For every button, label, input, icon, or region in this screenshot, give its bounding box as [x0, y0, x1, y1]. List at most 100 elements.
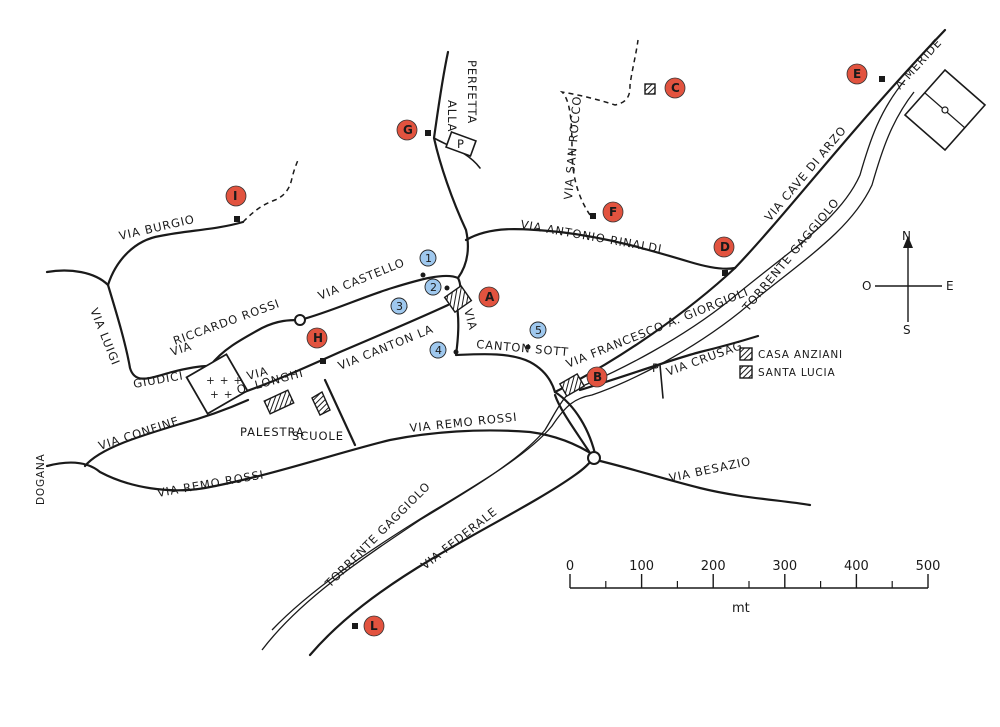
label-casa-anziani: CASA ANZIANI — [758, 349, 843, 361]
label-via-besazio: VIA BESAZIO — [668, 454, 753, 485]
svg-text:F: F — [609, 205, 617, 219]
point-5 — [525, 344, 531, 350]
svg-text:3: 3 — [396, 300, 403, 313]
road-canton-la-link — [323, 378, 357, 447]
scale-tick-label: 500 — [916, 559, 941, 574]
label-via-antonio-rinaldi: VIA ANTONIO RINALDI — [519, 217, 663, 256]
svg-text:G: G — [403, 123, 413, 137]
road-via-federale — [308, 456, 595, 657]
scale-unit: mt — [732, 601, 750, 616]
label-torrente-gaggiolo-upper: TORRENTE GAGGIOLO — [739, 195, 842, 314]
cemetery-crosses: + + + — [206, 375, 243, 387]
road-remo-rossi-branch — [553, 393, 594, 458]
building-scuole — [311, 390, 331, 416]
svg-text:D: D — [720, 240, 730, 254]
roads — [45, 28, 947, 657]
marker-f[interactable]: F — [602, 201, 624, 223]
road-alla-perfetta — [432, 50, 469, 280]
compass-west: O — [862, 279, 871, 293]
label-alla: ALLA — [445, 100, 459, 132]
building-palestra — [263, 389, 295, 415]
label-torrente-gaggiolo-lower: TORRENTE GAGGIOLO — [322, 479, 434, 591]
label-via-san-rocco: VIA SAN ROCCO — [561, 95, 584, 200]
road-via-antonio-rinaldi — [464, 227, 737, 270]
label-via-remo-rossi-lower: VIA REMO ROSSI — [156, 467, 265, 500]
road-via-vertical — [454, 298, 557, 394]
road-via-remo-rossi — [45, 429, 597, 492]
label-dogana: DOGANA — [35, 453, 47, 505]
scale-tick-label: 100 — [629, 559, 654, 574]
label-via-castello: VIA CASTELLO — [316, 255, 407, 303]
river-bank-right — [271, 91, 915, 631]
label-via-vertical: VIA — [461, 307, 480, 332]
svg-text:I: I — [233, 189, 237, 203]
marker-3[interactable]: 3 — [390, 297, 408, 315]
svg-text:B: B — [593, 370, 602, 384]
road-via-burgio — [45, 220, 245, 287]
point-2 — [444, 285, 450, 291]
parking-crusag: P — [652, 361, 660, 375]
parking-perfetta: P — [457, 137, 465, 151]
road-b-crossing — [553, 390, 598, 460]
label-giudici: GIUDICI — [132, 368, 184, 391]
blue-markers: 1 2 3 4 5 — [390, 249, 547, 359]
label-via-riccardo-2: RICCARDO ROSSI — [171, 296, 282, 348]
marker-i[interactable]: I — [225, 185, 247, 207]
label-via-confine: VIA CONFINE — [97, 414, 181, 453]
compass-east: E — [946, 279, 954, 293]
building-a — [443, 284, 473, 314]
scale-tick-label: 200 — [701, 559, 726, 574]
svg-text:5: 5 — [535, 324, 542, 337]
road-via-besazio — [594, 458, 812, 507]
marker-a[interactable]: A — [478, 286, 500, 308]
label-santa-lucia: SANTA LUCIA — [758, 367, 835, 379]
footpaths — [242, 39, 639, 223]
marker-l[interactable]: L — [363, 615, 385, 637]
road-via-riccardo-rossi — [208, 318, 302, 368]
cemetery-crosses-2: + + — [210, 389, 233, 401]
cemetery-box — [185, 353, 249, 415]
svg-text:C: C — [671, 81, 680, 95]
road-via-confine — [83, 398, 250, 468]
footpath-san-rocco — [559, 39, 639, 216]
building-c — [644, 83, 656, 95]
building-f — [590, 213, 596, 219]
marker-g[interactable]: G — [396, 119, 418, 141]
label-canton-sott: CANTON SOTT — [476, 337, 570, 359]
label-perfetta: PERFETTA — [465, 60, 479, 124]
marker-2[interactable]: 2 — [424, 278, 442, 296]
building-l — [352, 623, 358, 629]
marker-h[interactable]: H — [306, 327, 328, 349]
marker-c[interactable]: C — [664, 77, 686, 99]
street-labels: VIA BURGIO VIA LUIGI GIUDICI VIA RICCARD… — [35, 36, 945, 591]
svg-text:4: 4 — [435, 344, 442, 357]
label-palestra: PALESTRA — [240, 425, 305, 439]
compass-south: S — [903, 323, 911, 337]
marker-e[interactable]: E — [846, 63, 868, 85]
scale-tick-label: 400 — [844, 559, 869, 574]
svg-text:H: H — [313, 331, 323, 345]
marker-d[interactable]: D — [713, 236, 735, 258]
label-via-burgio: VIA BURGIO — [118, 212, 197, 243]
red-markers: A B C D E F G H I L — [225, 63, 868, 637]
label-via-o-longhi-1: VIA — [245, 364, 270, 383]
building-e — [879, 76, 885, 82]
label-scuole: SCUOLE — [292, 429, 344, 443]
marker-5[interactable]: 5 — [529, 321, 547, 339]
road-crusag-spur — [659, 364, 664, 399]
meride-sign — [903, 68, 987, 152]
svg-text:L: L — [370, 619, 378, 633]
marker-1[interactable]: 1 — [419, 249, 437, 267]
marker-4[interactable]: 4 — [429, 341, 447, 359]
road-via-luigi-giudici — [106, 283, 210, 380]
scale-tick-label: 300 — [772, 559, 797, 574]
label-via-federale: VIA FEDERALE — [418, 504, 500, 572]
marker-b[interactable]: B — [586, 366, 608, 388]
label-via-riccardo-1: VIA — [169, 339, 194, 359]
svg-text:A: A — [485, 290, 495, 304]
point-4 — [453, 349, 459, 355]
compass-arrow-icon — [903, 236, 913, 248]
road-via-canton-la — [218, 303, 450, 402]
